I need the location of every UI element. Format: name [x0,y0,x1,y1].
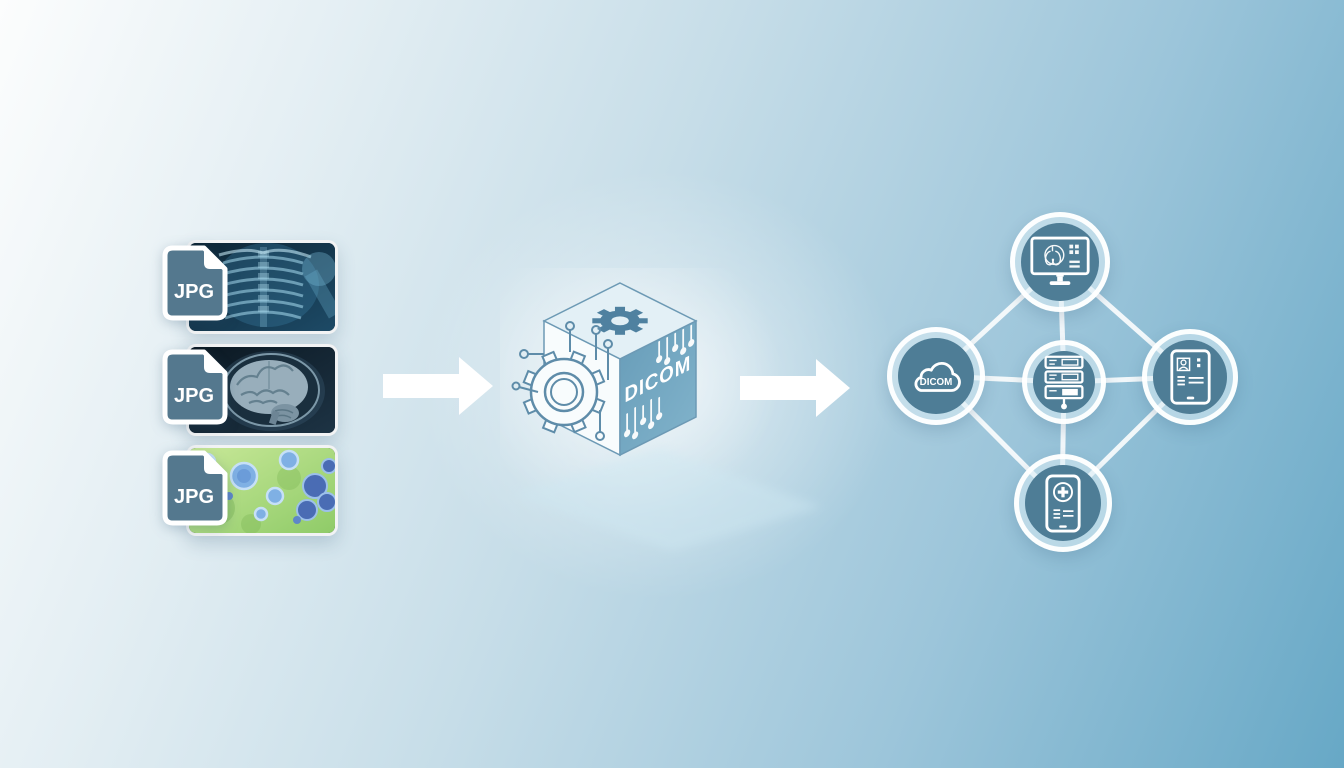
node-mobile-app [1014,454,1112,552]
arrow-right-icon [383,357,493,415]
node-pacs-server [1022,340,1106,424]
cube-right-face [619,319,697,457]
cloud-icon: DICOM [914,361,961,392]
node-tablet-viewer [1142,329,1238,425]
jpg-label-3: JPG [174,486,214,508]
gear-icon [592,306,648,335]
jpg-file-icon: JPG [162,450,228,526]
jpg-label-1: JPG [174,281,214,303]
cube-platform-shadow [512,448,822,551]
tablet-record-icon [1169,349,1211,405]
monitor-lungs-icon [1030,236,1090,285]
phone-medical-icon [1045,473,1081,533]
server-rack-icon [1044,355,1084,409]
dicom-converter-cube: DICOM [462,228,840,568]
chest-xray-image [189,243,335,331]
cloud-dicom-label: DICOM [920,376,953,387]
jpg-label-2: JPG [174,385,214,407]
node-imaging-workstation [1010,212,1110,312]
node-dicom-cloud: DICOM [887,327,985,425]
jpg-file-icon: JPG [162,245,228,321]
jpg-file-icon: JPG [162,349,228,425]
gear-circuit-icon [511,321,613,441]
source-card-chest-xray [186,240,338,334]
